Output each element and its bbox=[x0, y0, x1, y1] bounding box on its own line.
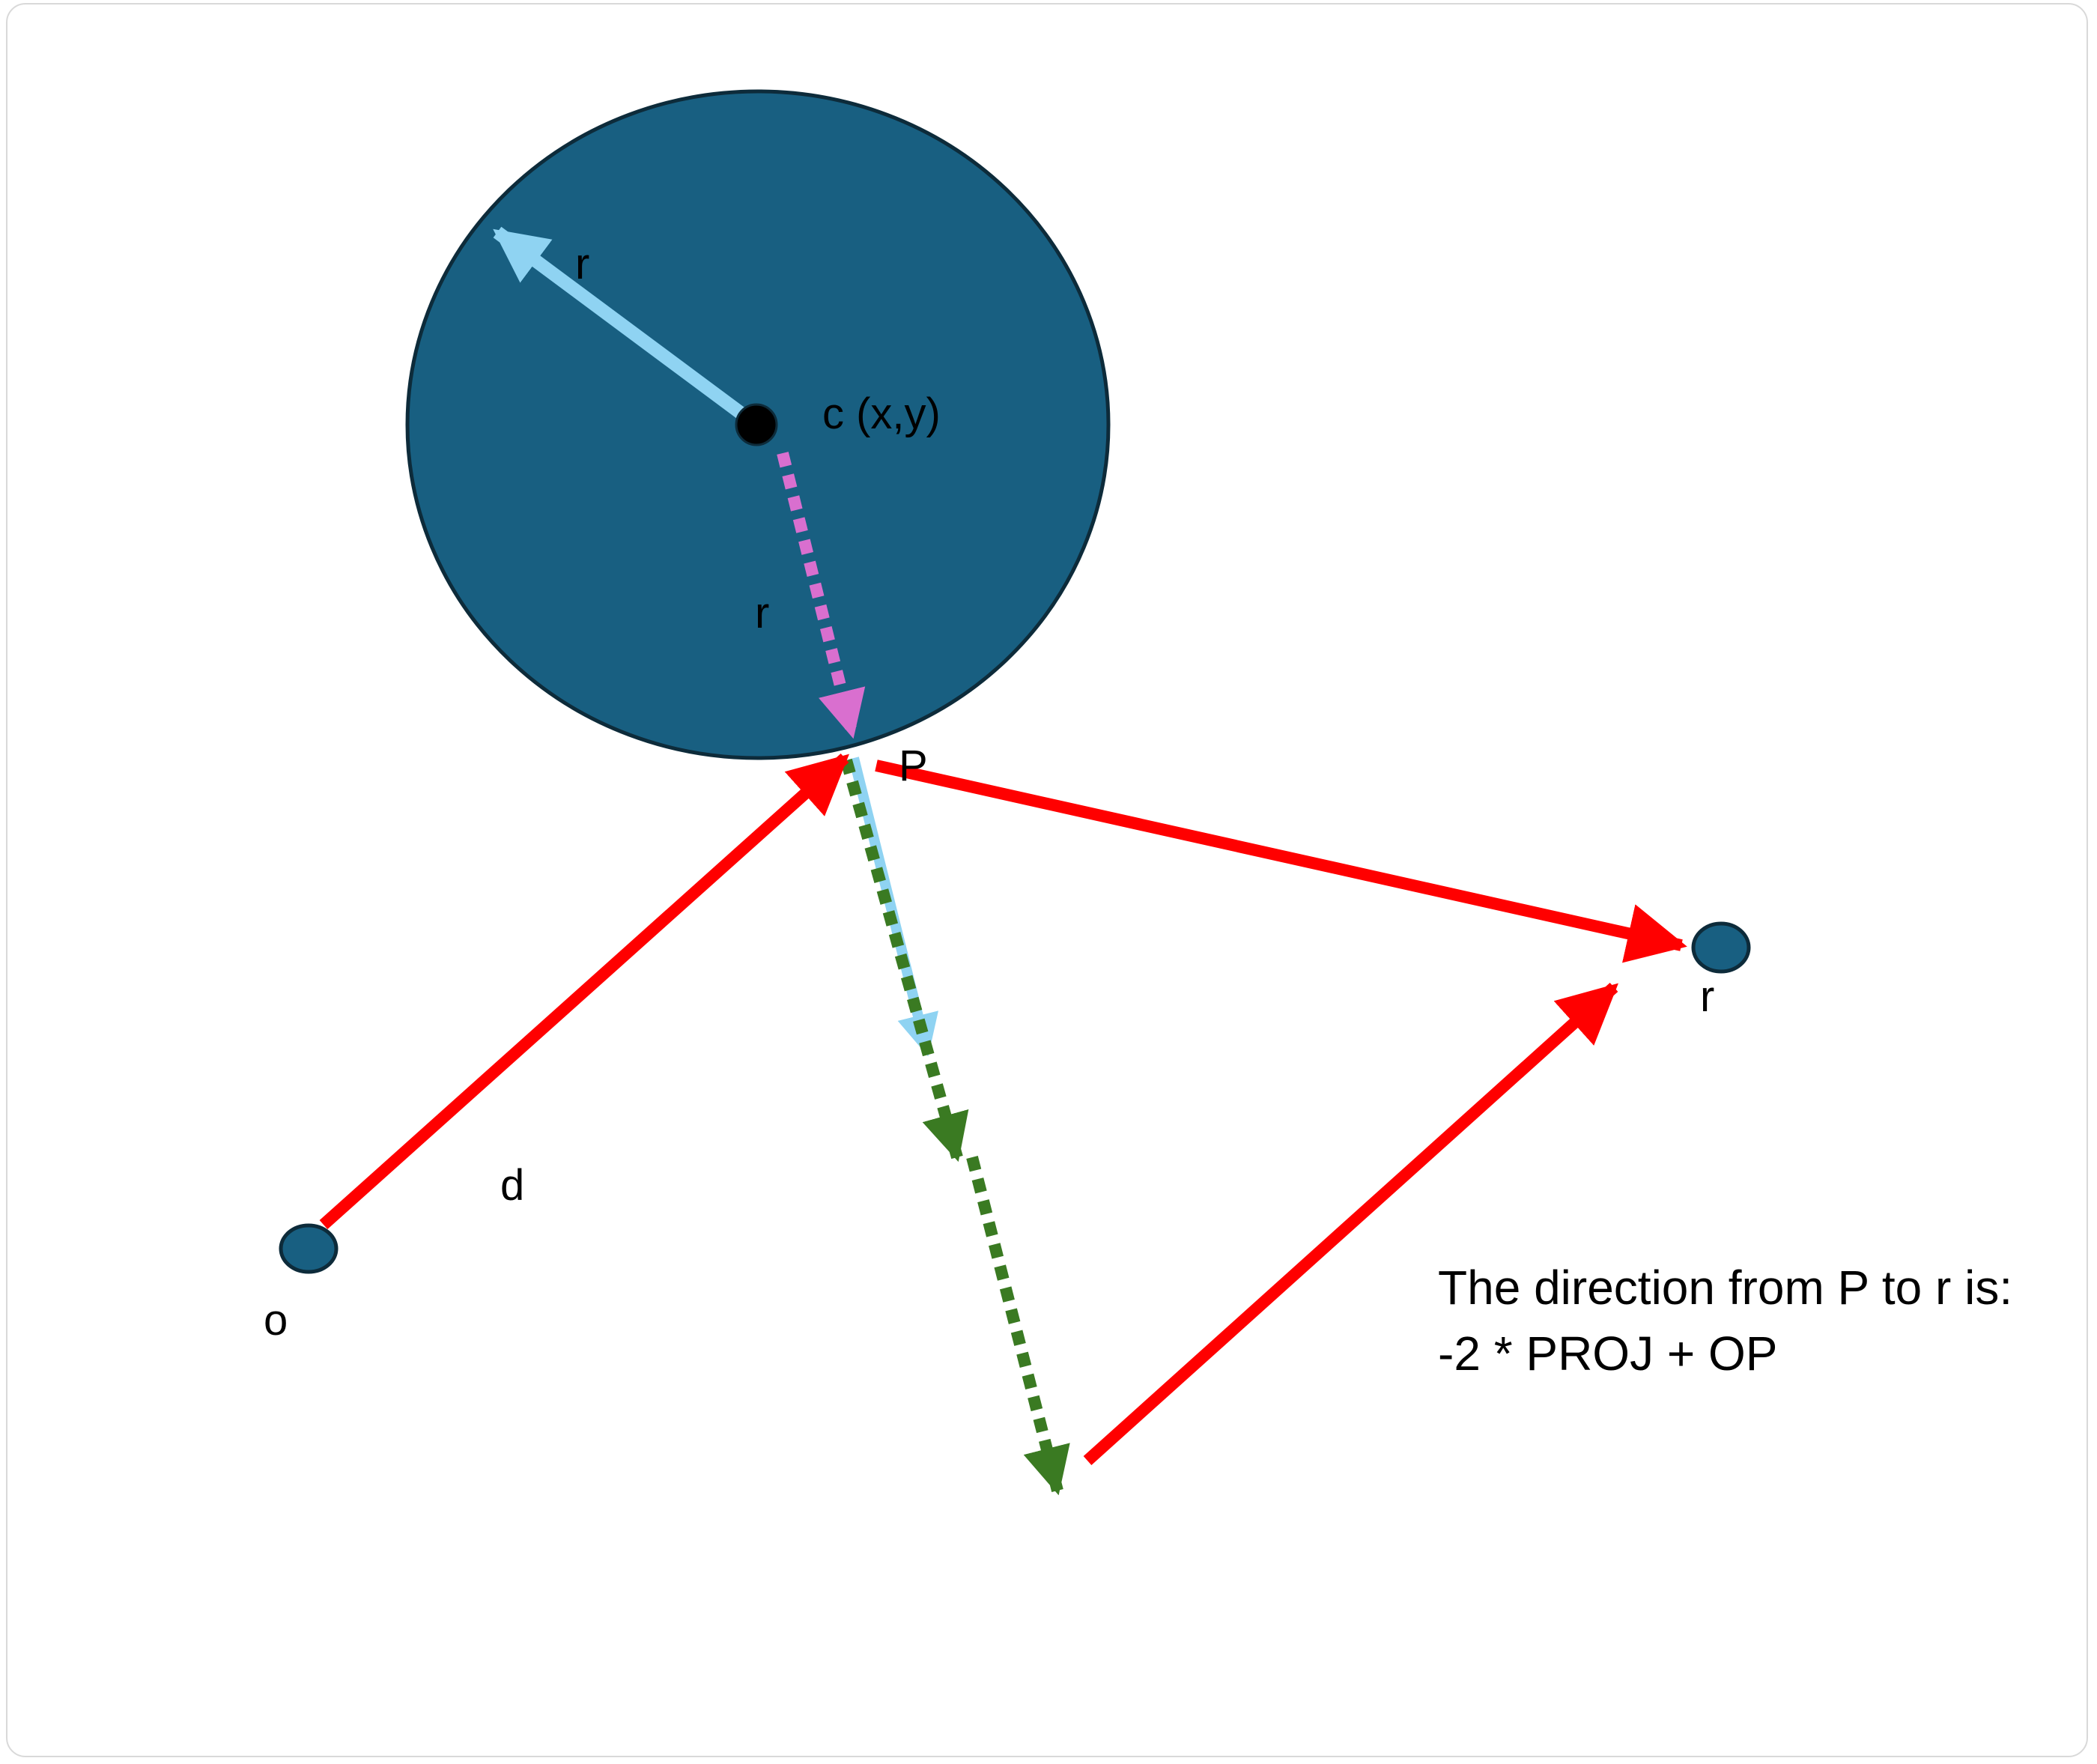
radius-arrow-pink-dotted bbox=[777, 452, 866, 739]
point-r bbox=[1691, 921, 1751, 974]
label-center: c (x,y) bbox=[822, 390, 941, 438]
point-o bbox=[279, 1223, 339, 1274]
center-point bbox=[735, 403, 778, 446]
radius-arrow-light-blue bbox=[493, 226, 761, 431]
projection-arrow-green-short bbox=[840, 758, 969, 1163]
label-radius-top: r bbox=[575, 240, 589, 288]
projection-arrow-green-long bbox=[966, 1156, 1070, 1496]
ray-d-arrow bbox=[319, 754, 849, 1229]
op-arrow bbox=[1083, 983, 1618, 1465]
direction-note: The direction from P to r is: -2 * PROJ … bbox=[1438, 1255, 2012, 1386]
reflected-ray-arrow bbox=[875, 760, 1687, 963]
label-radius-dotted: r bbox=[755, 589, 769, 637]
direction-note-line1: The direction from P to r is: bbox=[1438, 1261, 2013, 1315]
direction-note-line2: -2 * PROJ + OP bbox=[1438, 1327, 1778, 1380]
label-point-p: P bbox=[899, 742, 928, 790]
label-point-r: r bbox=[1700, 972, 1714, 1021]
label-o: o bbox=[264, 1296, 288, 1345]
label-d: d bbox=[500, 1161, 524, 1210]
